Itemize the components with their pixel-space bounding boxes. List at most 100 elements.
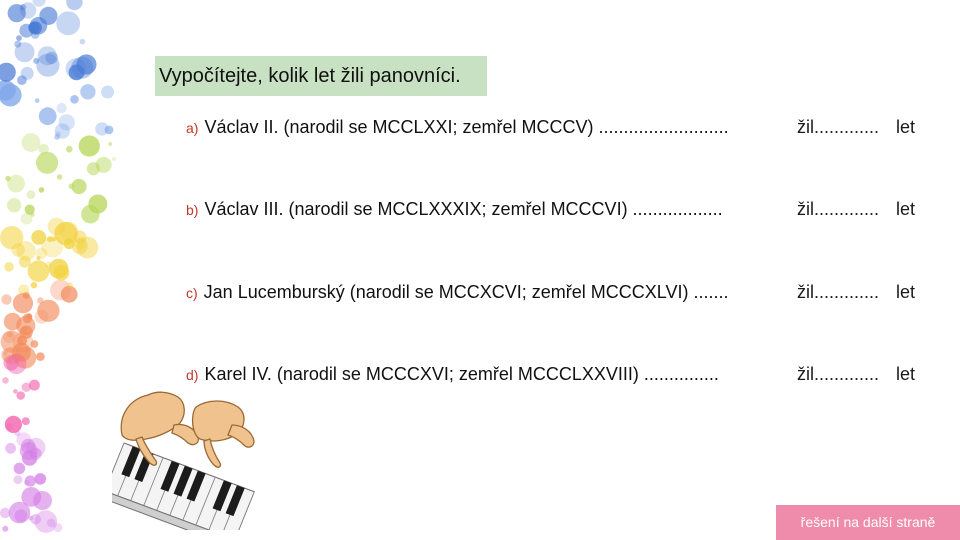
bokeh-circle [19,4,27,11]
page-title: Vypočítejte, kolik let žili panovníci. [155,56,487,96]
bokeh-circle [19,325,33,339]
bokeh-circle [7,4,26,23]
bokeh-circle [38,187,45,193]
bokeh-circle [0,330,23,353]
bokeh-circle [29,447,42,460]
bokeh-circle [53,264,70,281]
bokeh-circle [54,134,60,140]
bokeh-circle [3,312,22,331]
unit-label-b: let [896,199,916,219]
bokeh-circle [66,0,83,11]
bokeh-circle [30,514,41,525]
bokeh-circle [59,221,79,242]
bokeh-circle [21,487,42,507]
bokeh-circle [31,230,47,245]
bokeh-circle [108,141,113,147]
bokeh-circle [73,236,87,250]
bokeh-circle [76,236,99,259]
bokeh-circle [34,98,40,103]
bokeh-circle [112,156,117,162]
bokeh-circle [32,0,46,7]
bokeh-circle [6,354,27,374]
task-row-b: b) Václav III. (narodil se MCCLXXXIX; zem… [186,197,723,221]
bokeh-circle [66,145,73,153]
bokeh-circle [101,85,115,99]
bokeh-circle [39,6,58,25]
answer-blank-a: žil............. [797,117,880,137]
bokeh-circle [28,515,34,521]
bokeh-circle [37,46,57,66]
bokeh-decoration [0,0,117,533]
bokeh-circle [0,79,16,101]
task-text: Václav III. (narodil se MCCLXXXIX; zemře… [204,199,723,219]
bokeh-circle [56,103,67,114]
answer-blank-d: žil............. [797,364,880,384]
bokeh-circle [24,204,35,215]
bokeh-circle [18,255,31,268]
bokeh-circle [0,507,11,519]
bokeh-circle [24,475,36,487]
task-row-a: a)Václav II. (narodil se MCCLXXI; zemřel… [186,115,729,139]
bokeh-circle [12,293,34,314]
bokeh-circle [95,122,109,136]
bokeh-circle [47,236,53,243]
unit-label-c: let [896,282,916,302]
bokeh-circle [28,379,40,391]
bokeh-circle [16,35,22,41]
bokeh-circle [13,462,26,475]
bokeh-circle [6,198,22,213]
bokeh-circle [17,75,27,85]
bokeh-circle [78,135,100,157]
bokeh-circle [30,340,39,348]
bokeh-circle [7,174,25,193]
bokeh-circle [53,523,63,533]
bokeh-circle [20,212,33,225]
bokeh-circle [36,151,59,174]
task-letter: d) [186,367,199,383]
bokeh-circle [56,11,81,36]
bokeh-circle [67,282,73,289]
unit-label-d: let [896,364,916,384]
bokeh-circle [27,260,50,283]
task-letter: c) [186,285,198,301]
answer-blank-b: žil............. [797,199,880,219]
bokeh-circle [26,190,36,200]
bokeh-circle [70,95,79,104]
bokeh-circle [56,174,63,180]
bokeh-circle [5,442,16,454]
bokeh-circle [0,62,16,82]
bokeh-circle [104,125,114,135]
bokeh-circle [46,518,56,528]
bokeh-circle [34,473,47,485]
bokeh-circle [36,352,45,361]
bokeh-circle [11,243,25,257]
unit-label-a: let [896,117,916,137]
bokeh-circle [45,51,58,64]
bokeh-circle [4,415,22,433]
bokeh-circle [60,285,78,303]
bokeh-circle [26,313,33,320]
bokeh-circle [19,2,37,19]
task-letter: b) [186,202,199,218]
bokeh-circle [13,389,18,394]
bokeh-circle [30,282,38,289]
bokeh-circle [35,247,48,260]
bokeh-circle [71,178,87,195]
task-text: Jan Lucemburský (narodil se MCCXCVI; zem… [203,282,729,302]
bokeh-circle [21,382,31,392]
bokeh-circle [55,131,61,137]
bokeh-circle [21,133,41,153]
task-row-c: c) Jan Lucemburský (narodil se MCCXCVI; z… [186,280,728,304]
bokeh-circle [51,237,56,242]
bokeh-circle [34,510,58,533]
bokeh-circle [14,42,35,63]
bokeh-circle [3,351,8,356]
bokeh-circle [2,525,9,532]
bokeh-circle [4,262,14,272]
piano-hands-icon [112,391,255,530]
bokeh-circle [80,84,96,100]
solution-next-page-button[interactable]: řešení na další straně [776,505,960,540]
bokeh-circle [54,221,78,246]
bokeh-circle [18,284,30,296]
bokeh-circle [33,57,40,64]
